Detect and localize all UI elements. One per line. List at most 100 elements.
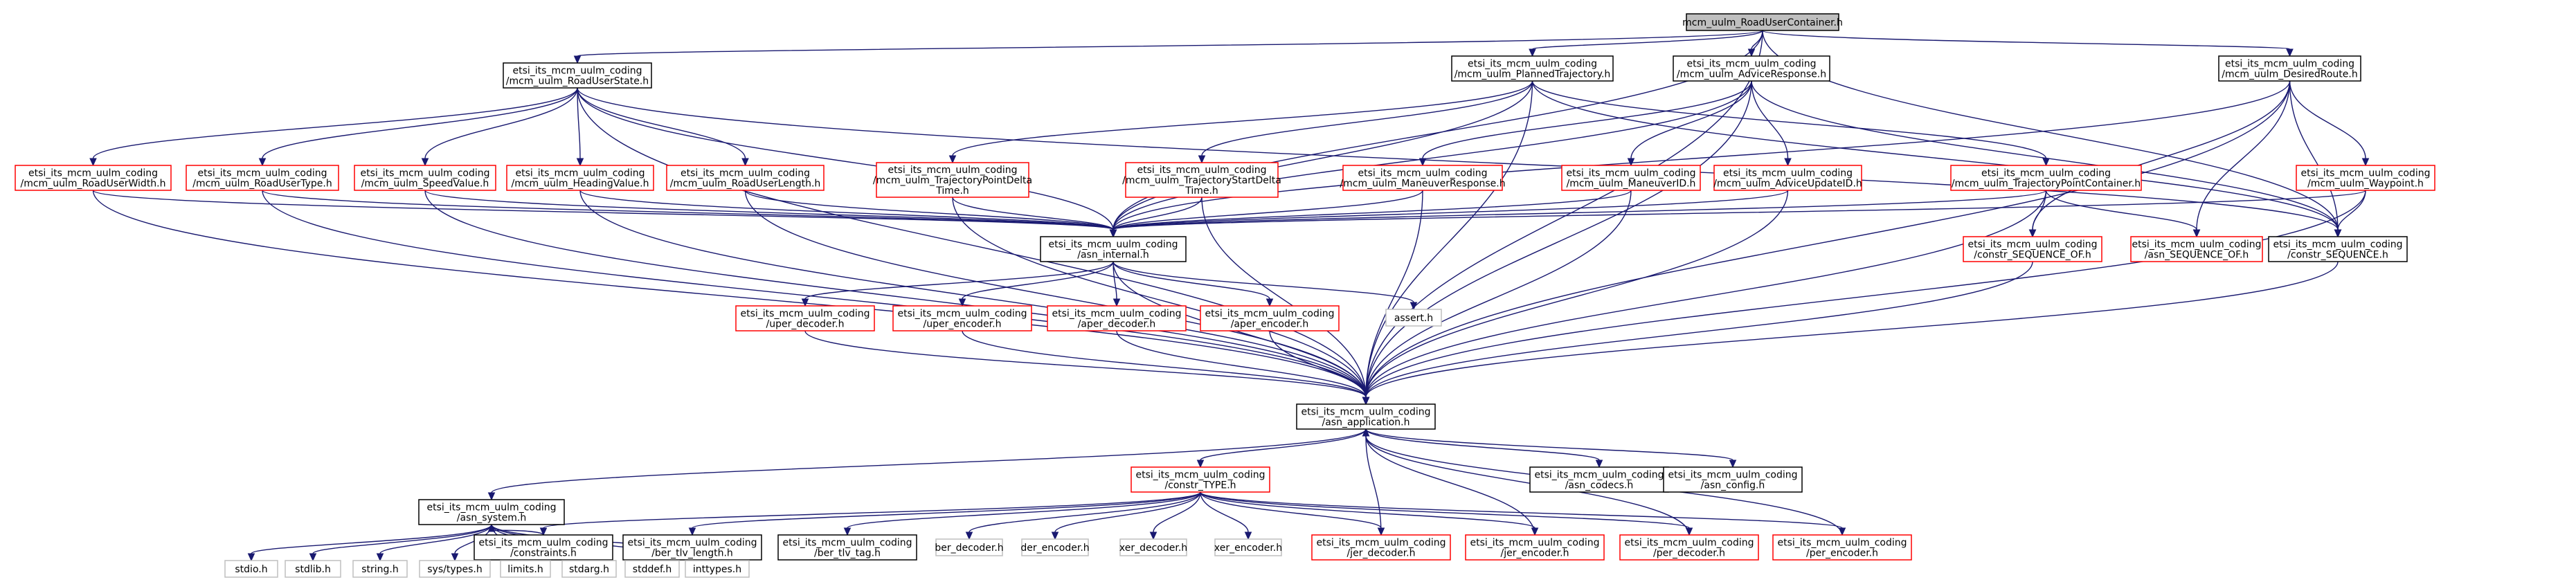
edge-uperDecoder-to-asnApplication	[804, 330, 1370, 406]
node-xerEncoder[interactable]: xer_encoder.h	[1214, 538, 1282, 556]
node-label: /mcm_uulm_AdviceUpdateID.h	[1713, 179, 1862, 190]
node-roadUserLength[interactable]: etsi_its_mcm_uulm_coding/mcm_uulm_RoadUs…	[666, 165, 825, 191]
edge-trajPointContainer-to-asnApplication	[1362, 190, 2047, 406]
node-adviceUpdateID[interactable]: etsi_its_mcm_uulm_coding/mcm_uulm_Advice…	[1713, 165, 1862, 191]
node-root[interactable]: mcm_uulm_RoadUserContainer.h	[1682, 13, 1843, 31]
node-trajPointDeltaTime[interactable]: etsi_its_mcm_uulm_coding/mcm_uulm_Trajec…	[873, 162, 1032, 198]
node-systypes[interactable]: sys/types.h	[419, 560, 491, 578]
node-uperDecoder[interactable]: etsi_its_mcm_uulm_coding/uper_decoder.h	[735, 305, 875, 331]
node-roadUserState[interactable]: etsi_its_mcm_uulm_coding/mcm_uulm_RoadUs…	[503, 62, 652, 89]
node-label: etsi_its_mcm_uulm_coding	[1048, 239, 1178, 251]
node-label: etsi_its_mcm_uulm_coding	[2225, 59, 2354, 70]
node-asnInternal[interactable]: etsi_its_mcm_uulm_coding/asn_internal.h	[1040, 236, 1187, 262]
node-label: stddef.h	[633, 564, 672, 575]
node-label: /mcm_uulm_RoadUserType.h	[192, 179, 332, 190]
node-label: etsi_its_mcm_uulm_coding	[1981, 168, 2111, 179]
node-stddef[interactable]: stddef.h	[624, 560, 680, 578]
edge-uperEncoder-to-asnApplication	[962, 330, 1370, 406]
node-perEncoder[interactable]: etsi_its_mcm_uulm_coding/per_encoder.h	[1772, 534, 1912, 561]
edge-aperDecoder-to-asnApplication	[1116, 330, 1370, 406]
node-label: etsi_its_mcm_uulm_coding	[2273, 239, 2402, 251]
node-aperEncoder[interactable]: etsi_its_mcm_uulm_coding/aper_encoder.h	[1200, 305, 1340, 331]
node-trajPointContainer[interactable]: etsi_its_mcm_uulm_coding/mcm_uulm_Trajec…	[1950, 165, 2142, 191]
node-jerDecoder[interactable]: etsi_its_mcm_uulm_coding/jer_decoder.h	[1311, 534, 1451, 561]
node-inttypes[interactable]: inttypes.h	[685, 560, 750, 578]
edge-asnApplication-to-asnSystem	[487, 428, 1367, 501]
node-berDecoder[interactable]: ber_decoder.h	[935, 538, 1004, 556]
node-constrSequence[interactable]: etsi_its_mcm_uulm_coding/constr_SEQUENCE…	[2268, 236, 2408, 262]
edge-asnSystem-to-string	[376, 524, 492, 562]
node-roadUserWidth[interactable]: etsi_its_mcm_uulm_coding/mcm_uulm_RoadUs…	[15, 165, 172, 191]
node-speedValue[interactable]: etsi_its_mcm_uulm_coding/mcm_uulm_SpeedV…	[354, 165, 496, 191]
edge-asnSystem-to-stdio	[247, 524, 492, 562]
node-roadUserType[interactable]: etsi_its_mcm_uulm_coding/mcm_uulm_RoadUs…	[186, 165, 339, 191]
node-derEncoder[interactable]: der_encoder.h	[1020, 538, 1090, 556]
node-label: ber_decoder.h	[935, 543, 1003, 554]
node-adviceResponse[interactable]: etsi_its_mcm_uulm_coding/mcm_uulm_Advice…	[1673, 55, 1830, 82]
node-limits[interactable]: limits.h	[500, 560, 551, 578]
node-label: stdarg.h	[569, 564, 609, 575]
node-perDecoder[interactable]: etsi_its_mcm_uulm_coding/per_decoder.h	[1619, 534, 1759, 561]
node-label: /jer_encoder.h	[1500, 548, 1569, 559]
node-label: string.h	[361, 564, 399, 575]
node-label: /asn_config.h	[1701, 480, 1765, 491]
node-label: /aper_encoder.h	[1231, 319, 1309, 330]
node-asnCodecs[interactable]: etsi_its_mcm_uulm_coding/asn_codecs.h	[1529, 466, 1669, 493]
edge-desiredRoute-to-constrSeqOfRed	[2028, 80, 2291, 238]
edge-waypoint-to-asnApplication	[1362, 190, 2366, 406]
node-label: /mcm_uulm_RoadUserState.h	[506, 76, 649, 87]
node-label: /ber_tlv_tag.h	[814, 548, 881, 559]
node-asnApplication[interactable]: etsi_its_mcm_uulm_coding/asn_application…	[1296, 403, 1436, 430]
node-maneuverResponse[interactable]: etsi_its_mcm_uulm_coding/mcm_uulm_Maneuv…	[1340, 165, 1506, 191]
node-label: assert.h	[1394, 313, 1433, 324]
node-label: /asn_SEQUENCE_OF.h	[2145, 250, 2249, 261]
node-xerDecoder[interactable]: xer_decoder.h	[1119, 538, 1187, 556]
edge-asnInternal-to-assert	[1113, 261, 1418, 311]
node-label: etsi_its_mcm_uulm_coding	[426, 502, 556, 513]
node-assert[interactable]: assert.h	[1385, 309, 1442, 327]
node-label: der_encoder.h	[1020, 543, 1089, 554]
node-berTlvLength[interactable]: etsi_its_mcm_uulm_coding/ber_tlv_length.…	[622, 534, 762, 561]
node-waypoint[interactable]: etsi_its_mcm_uulm_coding/mcm_uulm_Waypoi…	[2296, 165, 2435, 191]
node-stdio[interactable]: stdio.h	[224, 560, 278, 578]
node-label: /mcm_uulm_ManeuverID.h	[1567, 179, 1696, 190]
node-label: etsi_its_mcm_uulm_coding	[1135, 470, 1265, 481]
node-string[interactable]: string.h	[352, 560, 408, 578]
node-uperEncoder[interactable]: etsi_its_mcm_uulm_coding/uper_encoder.h	[892, 305, 1032, 331]
node-asnConfig[interactable]: etsi_its_mcm_uulm_coding/asn_config.h	[1663, 466, 1803, 493]
edge-constrType-to-xerEncoder	[1200, 491, 1252, 540]
node-label: /mcm_uulm_PlannedTrajectory.h	[1454, 69, 1611, 80]
node-maneuverID[interactable]: etsi_its_mcm_uulm_coding/mcm_uulm_Maneuv…	[1561, 165, 1701, 191]
edge-plannedTrajectory-to-trajPointDeltaTime	[948, 80, 1533, 164]
node-jerEncoder[interactable]: etsi_its_mcm_uulm_coding/jer_encoder.h	[1465, 534, 1605, 561]
node-label: Time.h	[1185, 185, 1218, 197]
node-aperDecoder[interactable]: etsi_its_mcm_uulm_coding/aper_decoder.h	[1047, 305, 1187, 331]
node-label: etsi_its_mcm_uulm_coding	[1686, 59, 1816, 70]
edge-asnInternal-to-uperEncoder	[958, 261, 1114, 307]
node-asnSeqOf[interactable]: etsi_its_mcm_uulm_coding/asn_SEQUENCE_OF…	[2130, 236, 2263, 262]
edge-constrType-to-berDecoder	[965, 491, 1201, 540]
node-constrSeqOfRed[interactable]: etsi_its_mcm_uulm_coding/constr_SEQUENCE…	[1963, 236, 2102, 262]
node-stdlib[interactable]: stdlib.h	[285, 560, 341, 578]
nodes-layer: mcm_uulm_RoadUserContainer.h etsi_its_mcm…	[15, 13, 2435, 578]
node-label: /aper_decoder.h	[1078, 319, 1156, 330]
node-desiredRoute[interactable]: etsi_its_mcm_uulm_coding/mcm_uulm_Desire…	[2218, 55, 2361, 82]
node-stdarg[interactable]: stdarg.h	[561, 560, 617, 578]
edge-constrType-to-derEncoder	[1051, 491, 1201, 540]
node-headingValue[interactable]: etsi_its_mcm_uulm_coding/mcm_uulm_Headin…	[506, 165, 654, 191]
node-berTlvTag[interactable]: etsi_its_mcm_uulm_coding/ber_tlv_tag.h	[777, 534, 917, 561]
node-label: mcm_uulm_RoadUserContainer.h	[1682, 17, 1843, 28]
edge-desiredRoute-to-waypoint	[2289, 80, 2370, 167]
node-constraints[interactable]: etsi_its_mcm_uulm_coding/constraints.h	[474, 534, 613, 561]
node-constrType[interactable]: etsi_its_mcm_uulm_coding/constr_TYPE.h	[1131, 466, 1270, 493]
node-label: stdlib.h	[295, 564, 331, 575]
node-label: etsi_its_mcm_uulm_coding	[197, 168, 327, 179]
node-label: etsi_its_mcm_uulm_coding	[1468, 59, 1597, 70]
node-label: limits.h	[507, 564, 543, 575]
edge-asnSystem-to-stdlib	[309, 524, 492, 562]
node-plannedTrajectory[interactable]: etsi_its_mcm_uulm_coding/mcm_uulm_Planne…	[1451, 55, 1614, 82]
node-label: inttypes.h	[693, 564, 741, 575]
node-asnSystem[interactable]: etsi_its_mcm_uulm_coding/asn_system.h	[418, 499, 565, 525]
node-label: etsi_its_mcm_uulm_coding	[512, 66, 642, 77]
node-trajStartDeltaTime[interactable]: etsi_its_mcm_uulm_coding/mcm_uulm_Trajec…	[1122, 162, 1281, 198]
